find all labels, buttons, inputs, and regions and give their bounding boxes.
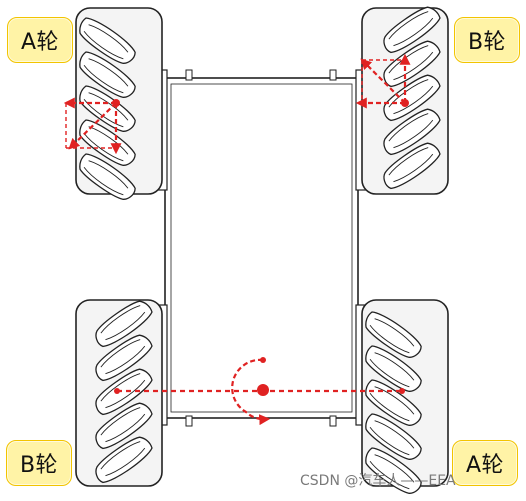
wheel-front-left [73, 7, 163, 206]
rotation-indicator [114, 357, 405, 426]
watermark: CSDN @汽车人——EEA [300, 473, 456, 489]
wheel-rear-right [359, 299, 449, 500]
wheel-label-front-left: A轮 [7, 17, 73, 63]
wheel-label-rear-right: A轮 [452, 440, 518, 486]
wheel-front-right [361, 1, 449, 195]
wheel-label-front-right: B轮 [454, 17, 520, 63]
wheel-label-rear-left: B轮 [6, 440, 72, 486]
chassis [164, 69, 359, 427]
front-right-force-arrows [355, 53, 411, 109]
front-left-force-arrows [63, 97, 122, 155]
